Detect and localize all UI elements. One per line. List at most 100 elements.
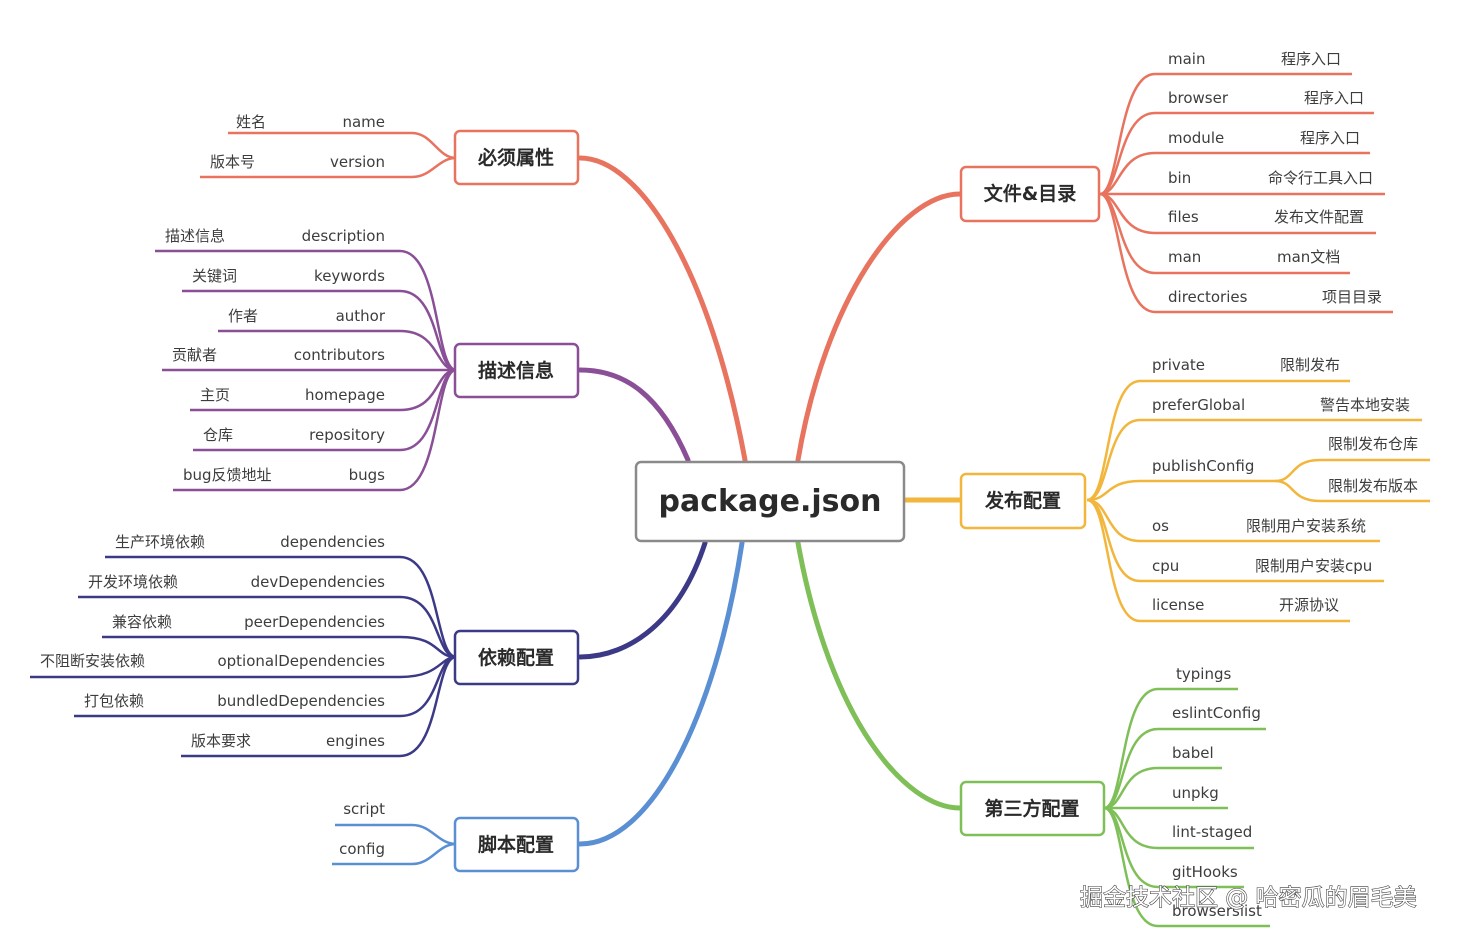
leaf-desc: 版本要求: [191, 732, 251, 750]
leaf-key: config: [339, 840, 385, 858]
root-label: package.json: [658, 484, 881, 519]
leaf-desc: 仓库: [203, 426, 233, 444]
branch-required: [200, 131, 457, 179]
branch-box: [453, 816, 580, 873]
branch-third-party-node[interactable]: 第三方配置: [959, 780, 1106, 837]
leaf-desc: 主页: [200, 386, 230, 404]
leaf-desc: bug反馈地址: [183, 466, 272, 484]
leaf-line: [1103, 806, 1270, 928]
branch-title: 描述信息: [478, 359, 554, 382]
branch-required-node[interactable]: 必须属性: [453, 129, 580, 186]
leaf-key: version: [330, 153, 385, 171]
branch-scripts: [332, 823, 457, 866]
leaf-line: [1086, 379, 1350, 502]
branch-title: 脚本配置: [478, 833, 554, 856]
leaf-line: [182, 289, 457, 372]
leaf-key: unpkg: [1172, 784, 1219, 802]
leaf-key: man: [1168, 248, 1201, 266]
leaf-key: babel: [1172, 744, 1214, 762]
leaf-key: lint-staged: [1172, 823, 1252, 841]
branch-box: [453, 342, 580, 399]
leaf-desc: man文档: [1277, 248, 1340, 266]
leaf-desc: 限制用户安装系统: [1246, 517, 1366, 535]
leaf-key: engines: [326, 732, 385, 750]
branch-title: 依赖配置: [478, 646, 554, 669]
leaf-desc: 贡献者: [172, 346, 217, 364]
connector-files: [795, 191, 963, 463]
leaf-sub: 限制发布版本: [1328, 477, 1418, 495]
leaf-key: main: [1168, 50, 1205, 68]
leaf-key: files: [1168, 208, 1199, 226]
branch-title: 第三方配置: [984, 797, 1079, 820]
leaf-key: bin: [1168, 169, 1191, 187]
branch-box: [453, 629, 580, 686]
leaf-line: [200, 156, 457, 179]
leaf-line: [1274, 479, 1430, 503]
branch-third-party: [1103, 687, 1270, 928]
leaf-desc: 命令行工具入口: [1268, 169, 1373, 187]
leaf-line: [102, 635, 457, 659]
leaf-key: dependencies: [280, 533, 385, 551]
branch-publish: [1086, 379, 1430, 623]
leaf-key: os: [1152, 517, 1169, 535]
leaf-desc: 限制发布: [1280, 356, 1340, 374]
leaf-desc: 程序入口: [1300, 129, 1360, 147]
leaf-key: browser: [1168, 89, 1229, 107]
leaf-key: license: [1152, 596, 1204, 614]
leaf-desc: 作者: [228, 307, 258, 325]
leaf-line: [1086, 418, 1422, 502]
branch-scripts-labels: script config: [339, 800, 385, 858]
branch-description: [155, 249, 457, 492]
branch-title: 文件&目录: [984, 182, 1077, 205]
leaf-line: [1086, 498, 1350, 623]
branch-description-node[interactable]: 描述信息: [453, 342, 580, 399]
leaf-key: browserslist: [1172, 902, 1262, 920]
leaf-desc: 项目目录: [1322, 288, 1382, 306]
branch-dependencies-node[interactable]: 依赖配置: [453, 629, 580, 686]
branch-scripts-node[interactable]: 脚本配置: [453, 816, 580, 873]
leaf-line: [1103, 687, 1238, 810]
leaf-line: [332, 842, 457, 866]
leaf-desc: 关键词: [192, 267, 237, 285]
leaf-sub: 限制发布仓库: [1328, 435, 1418, 453]
leaf-key: private: [1152, 356, 1205, 374]
trunk-connectors: [577, 155, 963, 847]
leaf-key: contributors: [294, 346, 385, 364]
leaf-line: [1103, 727, 1266, 810]
leaf-desc: 版本号: [210, 153, 255, 171]
branch-description-labels: 描述信息 description 关键词 keywords 作者 author …: [165, 227, 386, 484]
leaf-key: bundledDependencies: [217, 692, 385, 710]
leaf-desc: 生产环境依赖: [115, 533, 205, 551]
leaf-line: [78, 595, 457, 659]
leaf-line: [218, 329, 457, 372]
branch-publish-node[interactable]: 发布配置: [959, 472, 1087, 530]
leaf-desc: 限制用户安装cpu: [1255, 557, 1372, 575]
leaf-line: [173, 368, 457, 492]
leaf-key: name: [342, 113, 385, 131]
branch-dependencies-labels: 生产环境依赖 dependencies 开发环境依赖 devDependenci…: [40, 533, 385, 750]
leaf-line: [1103, 766, 1222, 810]
connector-description: [577, 367, 691, 463]
leaf-key: bugs: [349, 466, 386, 484]
branch-box: [959, 472, 1087, 530]
leaf-key: optionalDependencies: [217, 652, 385, 670]
connector-required: [577, 155, 748, 463]
leaf-line: [1086, 479, 1275, 502]
leaf-desc: 兼容依赖: [112, 613, 172, 631]
leaf-line: [1099, 151, 1370, 196]
leaf-line: [1099, 111, 1374, 196]
connector-third-party: [795, 540, 963, 811]
leaf-desc: 开源协议: [1279, 596, 1339, 614]
branch-files-node[interactable]: 文件&目录: [959, 165, 1101, 223]
connector-dependencies: [577, 540, 708, 660]
leaf-key: peerDependencies: [244, 613, 385, 631]
branch-box: [959, 780, 1106, 837]
leaf-key: gitHooks: [1172, 863, 1238, 881]
root-node[interactable]: package.json: [634, 460, 906, 543]
leaf-key: author: [336, 307, 386, 325]
branch-files-labels: main 程序入口 browser 程序入口 module 程序入口 bin 命…: [1168, 50, 1382, 306]
branch-required-labels: 姓名 name 版本号 version: [210, 113, 385, 171]
branch-third-party-labels: typings eslintConfig babel unpkg lint-st…: [1172, 665, 1262, 920]
leaf-desc: 发布文件配置: [1274, 208, 1364, 226]
leaf-line: [105, 555, 457, 659]
